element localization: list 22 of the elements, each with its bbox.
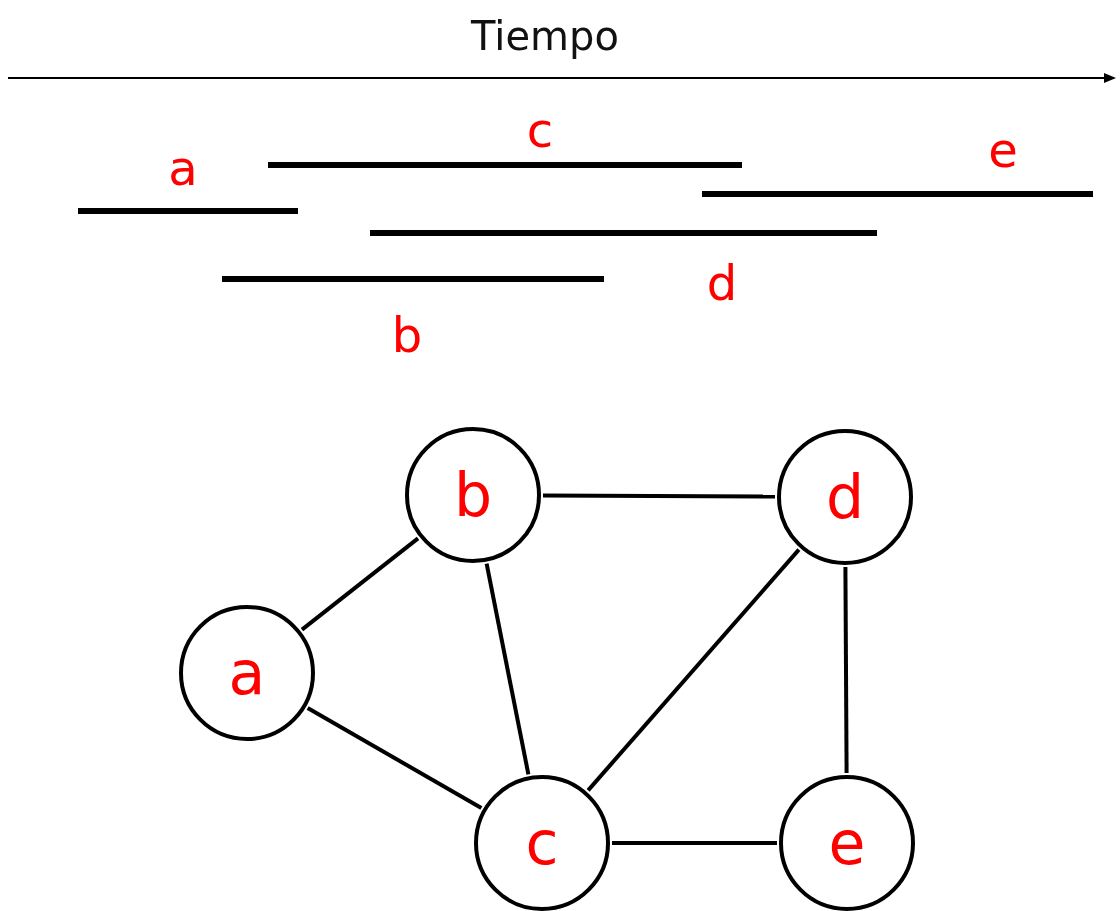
edge-line	[612, 841, 777, 845]
interval-label: a	[168, 144, 198, 192]
edge-line	[484, 563, 531, 775]
vertex-label: e	[828, 813, 866, 873]
interval-bar	[78, 208, 298, 214]
interval-label: d	[706, 259, 738, 307]
vertex-label: b	[453, 465, 493, 525]
interval-bar	[370, 230, 877, 236]
edge-line	[543, 493, 775, 499]
edge-line	[843, 567, 849, 773]
interval-bar	[268, 162, 742, 168]
edge-line	[586, 548, 801, 792]
interval-label: e	[988, 126, 1018, 174]
vertex-label: c	[525, 813, 559, 873]
vertex-label: d	[825, 467, 865, 527]
interval-label: c	[526, 106, 554, 154]
edge-line	[306, 706, 483, 810]
interval-label: b	[391, 311, 423, 359]
interval-bar	[222, 276, 604, 282]
interval-bar	[702, 191, 1093, 197]
edge-line	[300, 536, 420, 632]
vertex-label: a	[228, 643, 266, 703]
